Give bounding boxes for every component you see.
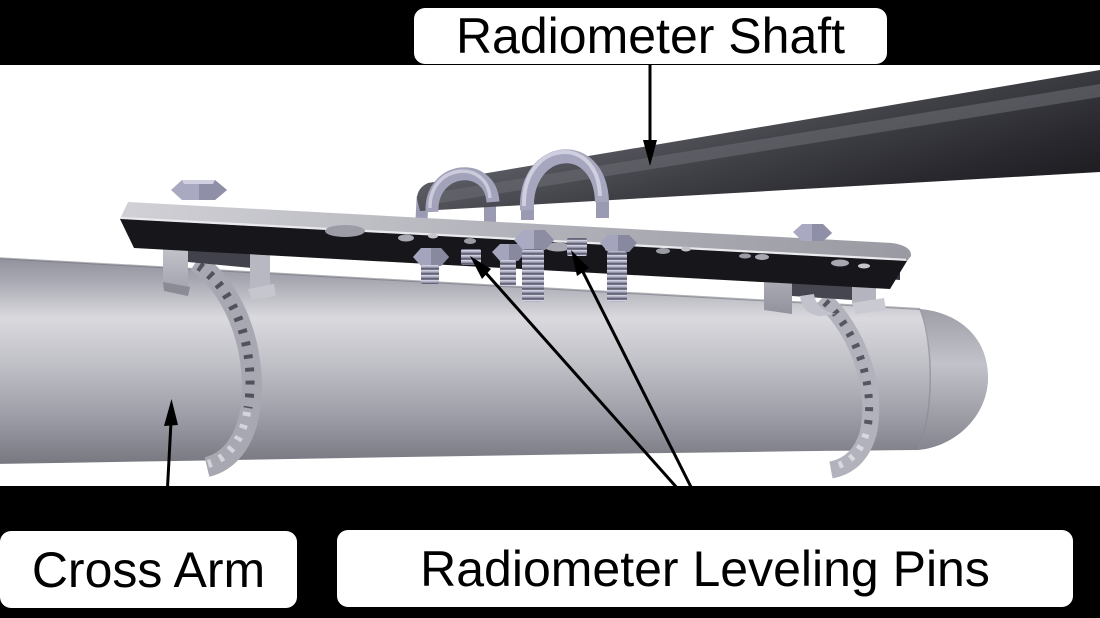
- leveling-pins-label-text: Radiometer Leveling Pins: [420, 540, 990, 597]
- leveling-pin-arrow-2: [571, 250, 694, 490]
- shaft-arrow: [643, 64, 657, 166]
- cross-arm-end-cap: [918, 309, 988, 450]
- cross-arm-label: Cross Arm: [0, 531, 297, 608]
- plate-holes: [325, 225, 870, 269]
- leveling-pin-2: [567, 238, 587, 256]
- plate-hex-bolt-left: [171, 180, 227, 200]
- radiometer-shaft-rod: [417, 70, 1100, 211]
- hose-clamp-left: [190, 253, 262, 477]
- bolt-2: [492, 244, 526, 286]
- leveling-pins-label: Radiometer Leveling Pins: [337, 530, 1073, 607]
- radiometer-shaft-label-text: Radiometer Shaft: [455, 8, 846, 64]
- cross-arm-label-text: Cross Arm: [31, 541, 266, 598]
- leveling-pin-arrow-1: [470, 256, 680, 490]
- plate-hex-bolt-right: [793, 224, 832, 241]
- bolt-1: [413, 248, 449, 284]
- hose-clamp-right: [816, 291, 880, 479]
- u-bolt-rear: [425, 167, 500, 213]
- radiometer-shaft-label: Radiometer Shaft: [414, 8, 887, 64]
- bolt-3: [514, 230, 554, 302]
- cross-arm-arrow: [164, 399, 178, 498]
- bolt-4: [600, 235, 637, 302]
- callout-arrows: [164, 64, 694, 498]
- u-bolt-front: [519, 149, 609, 211]
- under-plate-bolts: [413, 230, 637, 302]
